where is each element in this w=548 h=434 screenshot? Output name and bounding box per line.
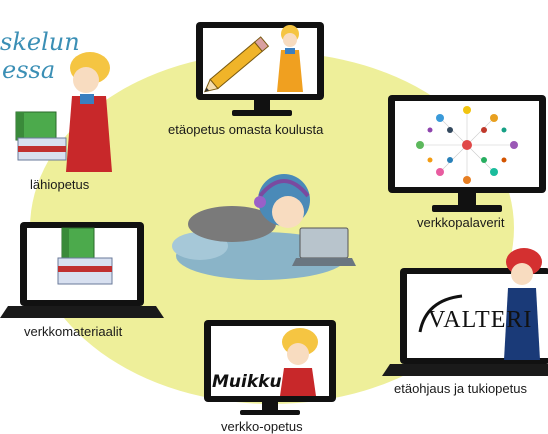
label-etaopetus-omasta-koulusta: etäopetus omasta koulusta <box>168 122 324 137</box>
laptop-left <box>0 222 164 318</box>
label-verkkopalaverit: verkkopalaverit <box>417 215 505 230</box>
label-verkko-opetus: verkko-opetus <box>221 419 303 434</box>
teacher-illustration-bottom <box>280 328 318 396</box>
teacher-illustration-left <box>66 52 112 172</box>
label-verkkomateriaalit: verkkomateriaalit <box>24 324 123 339</box>
label-etaohjaus-ja-tukiopetus: etäohjaus ja tukiopetus <box>394 381 527 396</box>
title-line-2: essa <box>2 56 56 84</box>
books-icon-laptop <box>57 227 113 285</box>
valteri-logo: VALTERI <box>428 307 533 333</box>
monitor-bottom <box>204 320 336 415</box>
teacher-illustration <box>277 25 303 92</box>
student-illustration <box>172 174 356 280</box>
pencil-icon <box>203 36 270 93</box>
valteri-logo-swoosh <box>418 294 463 333</box>
teacher-illustration-right <box>504 248 542 360</box>
monitor-top-right <box>388 95 546 212</box>
network-icon <box>416 106 518 184</box>
laptop-right <box>382 248 548 376</box>
title-line-1: skelun <box>0 28 80 56</box>
lahiopetus-scene <box>15 52 112 172</box>
books-icon <box>15 111 67 161</box>
monitor-top <box>196 22 324 116</box>
label-lahiopetus: lähiopetus <box>30 177 90 192</box>
muikku-logo: Muikku <box>212 372 282 392</box>
